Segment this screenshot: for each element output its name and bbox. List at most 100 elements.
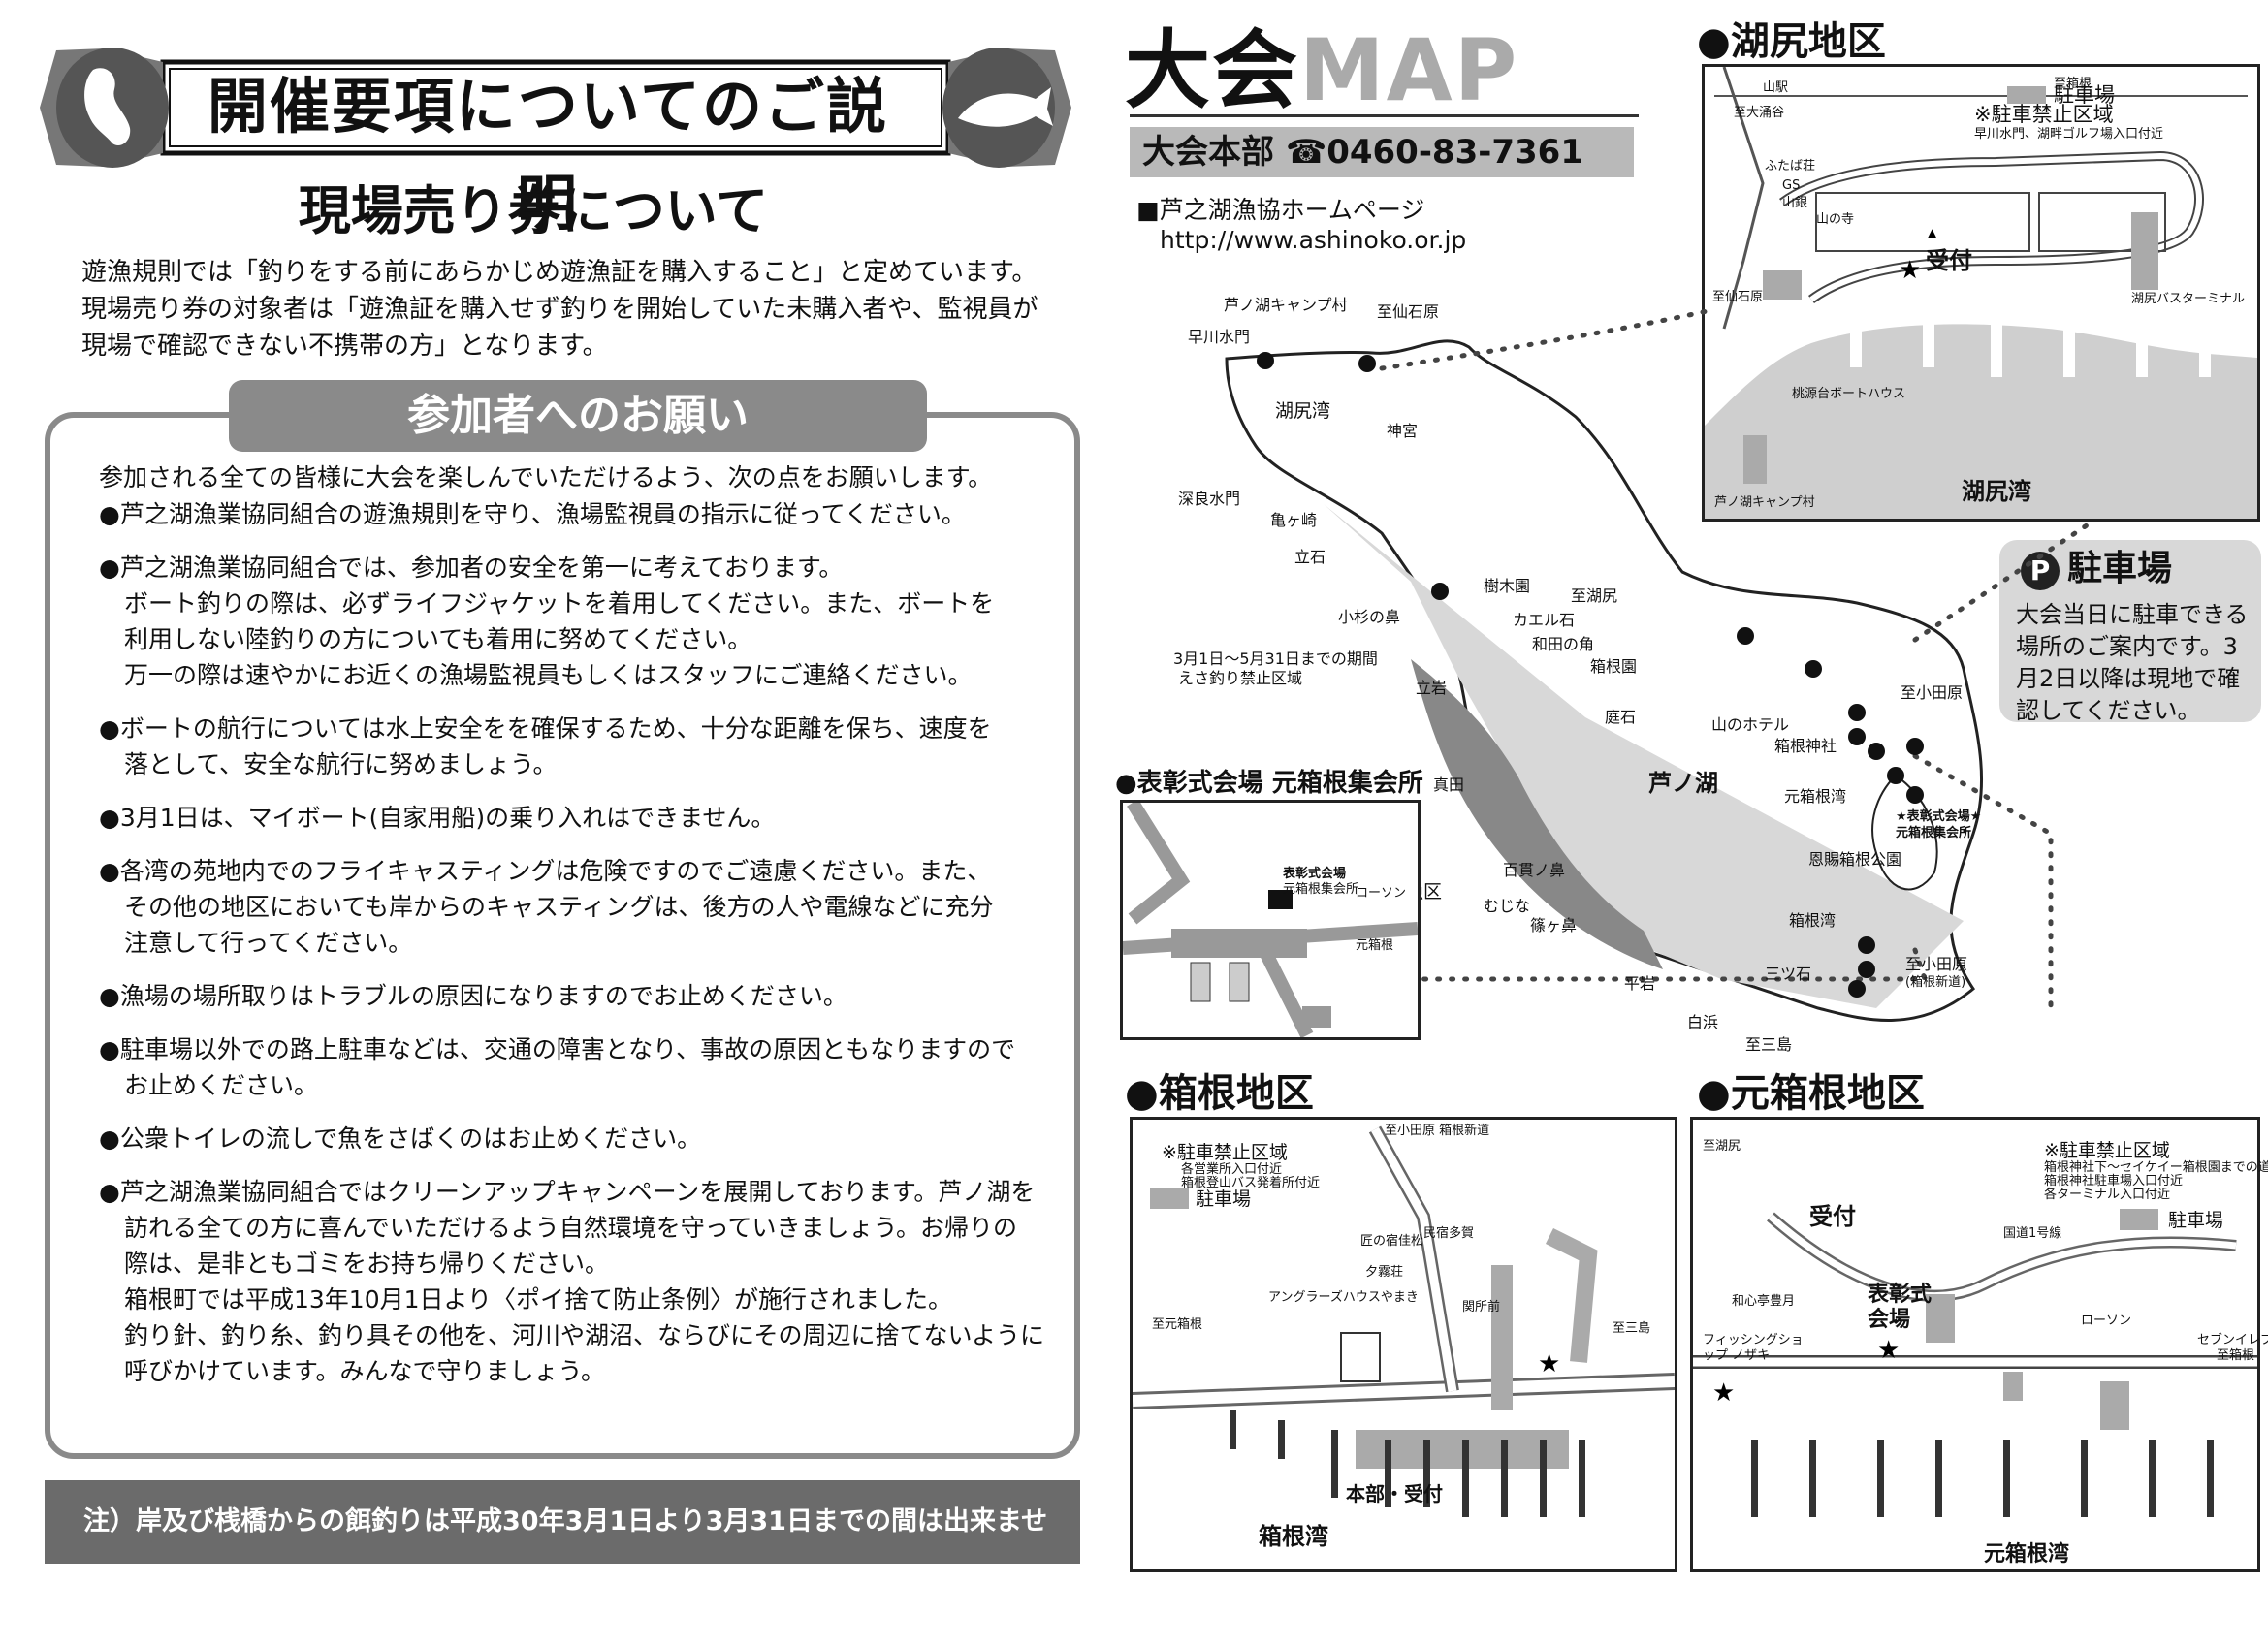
motohakone-label-to-hakone: 至箱根 bbox=[2217, 1348, 2255, 1363]
lake-label-yamanohotel: 山のホテル bbox=[1711, 715, 1790, 734]
motohakone-label-kojiri: 至湖尻 bbox=[1703, 1139, 1741, 1154]
request-item-continued: ボート釣りの際は、必ずライフジャケットを着用してください。また、ボートを bbox=[124, 586, 994, 621]
kojiri-legend-parking: 駐車場 bbox=[2054, 83, 2115, 107]
hakone-legend-parking: 駐車場 bbox=[1196, 1188, 1252, 1210]
lake-label-hakone-jinja: 箱根神社 bbox=[1774, 737, 1837, 755]
motohakone-no-parking-sub2: 箱根神社駐車場入口付近 bbox=[2044, 1174, 2184, 1188]
kojiri-label-sangin: 山銀 bbox=[1782, 196, 1808, 210]
request-item: ●芦之湖漁業協同組合ではクリーンアップキャンペーンを展開しております。芦ノ湖を bbox=[99, 1174, 1035, 1210]
kojiri-label-owakudani: 至大涌谷 bbox=[1734, 106, 1785, 120]
fishing-shop-label: フィッシングショップ ノザキ bbox=[1703, 1333, 1804, 1363]
lake-label-mujina: むじな bbox=[1484, 897, 1531, 915]
request-text: 3月1日は、マイボート(自家用船)の乗り入れはできません。 bbox=[119, 804, 776, 832]
star-icon: ★ bbox=[1899, 256, 1921, 285]
motohakone-map-title: ●元箱根地区 bbox=[1697, 1071, 1925, 1116]
title-banner bbox=[40, 48, 1071, 168]
lake-label-sanada: 真田 bbox=[1433, 776, 1465, 794]
kojiri-label-togendai: 桃源台ボートハウス bbox=[1792, 387, 1906, 401]
bullet-icon: ● bbox=[99, 1124, 120, 1153]
lake-label-venue-star: ★表彰式会場★ bbox=[1896, 809, 1982, 824]
bullet-icon: ● bbox=[99, 500, 120, 528]
request-item-continued: 際は、是非ともゴミをお持ち帰りください。 bbox=[124, 1246, 609, 1282]
footnote: 注）岸及び桟橋からの餌釣りは平成30年3月1日より3月31日までの間は出来ません… bbox=[45, 1480, 1080, 1620]
lake-label-fukara: 深良水門 bbox=[1178, 490, 1241, 508]
motohakone-bay: 元箱根湾 bbox=[1984, 1542, 2070, 1567]
motohakone-label-wakokoro: 和心亭豊月 bbox=[1732, 1294, 1796, 1309]
hakone-label-0: 至小田原 箱根新道 bbox=[1385, 1124, 1490, 1138]
hakone-label-6: 至元箱根 bbox=[1152, 1317, 1203, 1332]
fish-icon bbox=[958, 87, 1053, 127]
hakone-bay: 箱根湾 bbox=[1259, 1523, 1328, 1550]
hakone-no-parking: ※駐車禁止区域 bbox=[1162, 1142, 1288, 1163]
request-text: 漁場の場所取りはトラブルの原因になりますのでお止めください。 bbox=[119, 982, 847, 1010]
hq-phone: ☎0460-83-7361 bbox=[1285, 133, 1583, 172]
request-text: ボートの航行については水上安全をを確保するため、十分な距離を保ち、速度を bbox=[119, 714, 992, 743]
request-text: 公衆トイレの流しで魚をさばくのはお止めください。 bbox=[119, 1124, 702, 1153]
hakone-map-drawing: ★ bbox=[1132, 1125, 1676, 1569]
lake-label-tateiwa: 立岩 bbox=[1416, 679, 1448, 697]
lake-label-camp: 芦ノ湖キャンプ村 bbox=[1224, 296, 1348, 314]
request-text: 落として、安全な航行に努めましょう。 bbox=[124, 750, 558, 778]
lake-label-motohakone-bay: 元箱根湾 bbox=[1784, 787, 1847, 806]
hakone-no-parking-sub1: 各営業所入口付近 bbox=[1181, 1162, 1283, 1177]
map-title: 大会MAP bbox=[1125, 24, 1518, 116]
motohakone-star-icon: ★ bbox=[1877, 1336, 1900, 1365]
request-text: 各湾の苑地内でのフライキャスティングは危険ですのでご遠慮ください。また、 bbox=[119, 857, 992, 885]
lake-label-kamegasaki: 亀ヶ崎 bbox=[1270, 511, 1318, 529]
lake-label-wada: 和田の角 bbox=[1532, 635, 1595, 653]
bullet-icon: ● bbox=[99, 1178, 120, 1206]
lake-label-kojiri-bay: 湖尻湾 bbox=[1275, 400, 1331, 422]
motohakone-uketsuke: 受付 bbox=[1809, 1203, 1856, 1230]
fishing-shop-star-icon: ★ bbox=[1712, 1378, 1735, 1408]
hakone-legend-parking-swatch bbox=[1150, 1188, 1189, 1209]
lake-label-jingu: 神宮 bbox=[1387, 422, 1419, 440]
bullet-icon: ● bbox=[99, 857, 120, 885]
request-item: ●公衆トイレの流しで魚をさばくのはお止めください。 bbox=[99, 1121, 701, 1156]
hakone-label-3: 夕霧荘 bbox=[1365, 1265, 1404, 1280]
parking-icon: P bbox=[2021, 552, 2060, 590]
requests-heading: 参加者へのお願い bbox=[407, 391, 749, 440]
kojiri-no-parking-sub: 早川水門、湖畔ゴルフ場入口付近 bbox=[1974, 127, 2164, 142]
bullet-icon: ● bbox=[99, 1035, 120, 1063]
hakone-map-title: ●箱根地区 bbox=[1125, 1071, 1314, 1116]
lake-label-hakonen: 箱根園 bbox=[1590, 657, 1638, 676]
request-item-continued: その他の地区においても岸からのキャスティングは、後方の人や電線などに充分 bbox=[124, 889, 994, 925]
lake-label-to-mishima: 至三島 bbox=[1745, 1035, 1793, 1054]
kojiri-label-hakone: 至箱根 bbox=[2054, 77, 2092, 91]
request-item-continued: 呼びかけています。みんなで守りましょう。 bbox=[124, 1353, 605, 1389]
hakone-label-5: 関所前 bbox=[1462, 1300, 1501, 1314]
request-item: ●3月1日は、マイボート(自家用船)の乗り入れはできません。 bbox=[99, 800, 775, 836]
lake-label-note1: 3月1日～5月31日までの期間 bbox=[1173, 649, 1378, 668]
homepage-label: ■芦之湖漁協ホームページ bbox=[1136, 196, 1425, 224]
motohakone-map: ★ ★ ※駐車禁止区域 箱根神社下～セイケイー箱根園までの道路 箱根神社駐車場入… bbox=[1690, 1117, 2268, 1572]
lake-label-shinobu: 篠ヶ鼻 bbox=[1530, 916, 1578, 934]
bullet-icon: ● bbox=[99, 714, 120, 743]
ceremony-venue-sub: 元箱根集会所 bbox=[1283, 882, 1359, 897]
request-text: 訪れる全ての方に喜んでいただけるよう自然環境を守っていきましょう。お帰りの bbox=[124, 1214, 1018, 1242]
lake-silhouette-icon bbox=[84, 68, 131, 146]
lake-label-jukien: 樹木園 bbox=[1484, 577, 1531, 595]
lake-label-tateishi: 立石 bbox=[1294, 548, 1326, 566]
request-item: ●芦之湖漁業協同組合の遊漁規則を守り、漁場監視員の指示に従ってください。 bbox=[99, 496, 966, 532]
parking-title-text: 駐車場 bbox=[2067, 549, 2173, 588]
request-item-continued: 利用しない陸釣りの方についても着用に努めてください。 bbox=[124, 621, 751, 657]
request-item-continued: 落として、安全な航行に努めましょう。 bbox=[124, 746, 558, 782]
intro-line-3: 現場で確認できない不携帯の方」となります。 bbox=[81, 332, 608, 361]
request-item-continued: 注意して行ってください。 bbox=[124, 925, 412, 961]
kojiri-label-yamanotera: 山の寺 bbox=[1816, 212, 1855, 227]
lake-label-to-odawara-2: 至小田原 bbox=[1905, 955, 1968, 973]
hakone-map: ★ ※駐車禁止区域 各営業所入口付近 箱根登山バス発着所付近 駐車場 本部・受付… bbox=[1130, 1117, 1677, 1572]
motohakone-map-drawing: ★ ★ bbox=[1693, 1209, 2257, 1569]
homepage-url[interactable]: http://www.ashinoko.or.jp bbox=[1160, 226, 1467, 254]
request-text: 呼びかけています。みんなで守りましょう。 bbox=[124, 1357, 606, 1385]
motohakone-no-parking-sub3: 各ターミナル入口付近 bbox=[2044, 1188, 2171, 1202]
hakone-honbu: 本部・受付 bbox=[1346, 1482, 1443, 1505]
kojiri-map-drawing: ★ ▲ bbox=[1705, 66, 2257, 519]
lake-label-sengoku: 至仙石原 bbox=[1377, 302, 1440, 321]
request-item-continued: 釣り針、釣り糸、釣り具その他を、河川や湖沼、ならびにその周辺に捨てないように bbox=[124, 1317, 1044, 1353]
request-text: 利用しない陸釣りの方についても着用に努めてください。 bbox=[124, 625, 752, 653]
lake-label-niwaishi: 庭石 bbox=[1605, 708, 1637, 726]
motohakone-label-seven: セブンイレブン bbox=[2197, 1333, 2268, 1347]
lake-label-onshi: 恩賜箱根公園 bbox=[1808, 850, 1902, 869]
